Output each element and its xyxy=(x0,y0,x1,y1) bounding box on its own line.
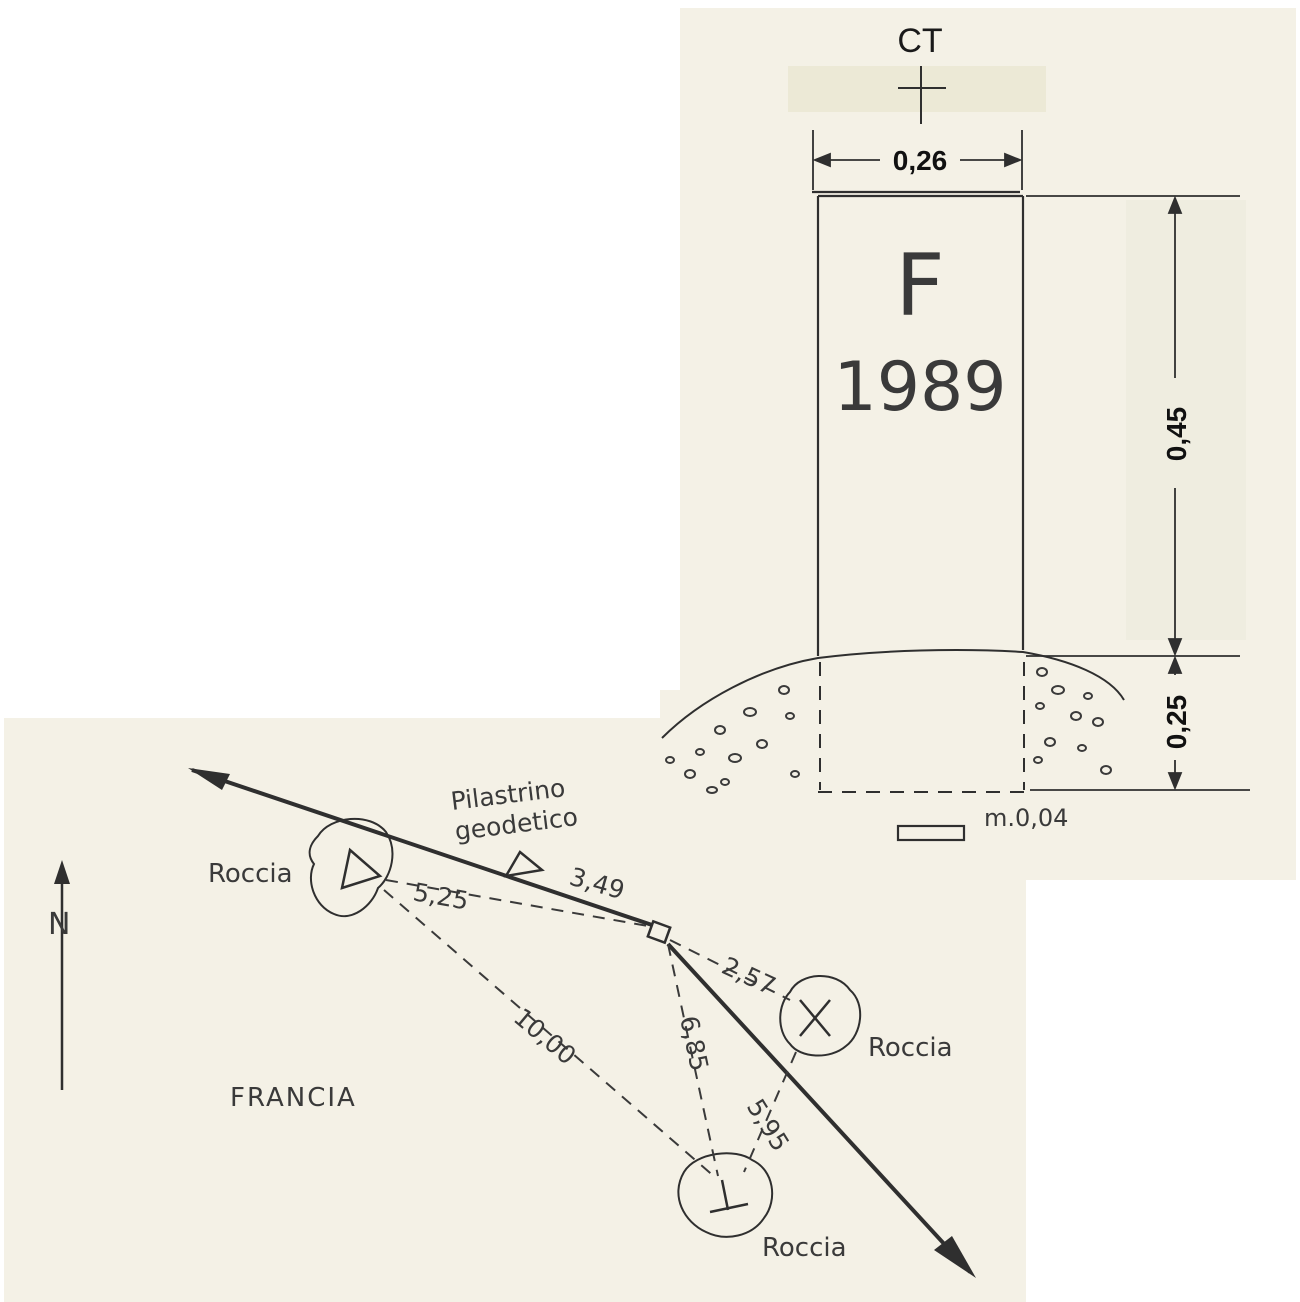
rock-south-label: Roccia xyxy=(762,1233,847,1263)
rock-south-outline xyxy=(677,1152,773,1238)
stone-elevation: CT 0,26 F 1989 xyxy=(661,22,1250,842)
t-marker-icon xyxy=(709,1179,749,1214)
border-line xyxy=(191,768,972,1274)
cross-marker-icon xyxy=(799,999,831,1037)
geodetic-pillar-icon xyxy=(503,850,545,878)
base-plate-icon xyxy=(896,824,966,842)
base-note: m.0,04 xyxy=(984,804,1068,832)
height-dim-highlight xyxy=(1126,200,1246,640)
border-arrow-west-icon xyxy=(188,768,230,790)
rock-east-label: Roccia xyxy=(868,1033,953,1063)
north-label: N xyxy=(48,907,70,942)
height-dim-label: 0,45 xyxy=(1161,407,1192,462)
ct-cross-icon xyxy=(898,66,946,124)
measurement-lines xyxy=(383,879,797,1179)
north-arrow-icon xyxy=(54,860,70,1090)
height-dimension xyxy=(1026,195,1250,791)
triangle-marker-icon xyxy=(340,847,383,890)
ground-line xyxy=(661,649,1125,739)
rock-east-outline xyxy=(779,975,862,1057)
width-dim-label: 0,26 xyxy=(893,145,948,176)
depth-dim-label: 0,25 xyxy=(1161,695,1192,750)
ct-label: CT xyxy=(897,22,942,60)
stone-body xyxy=(812,190,1025,656)
buried-part xyxy=(818,662,1026,793)
width-dimension xyxy=(812,130,1023,190)
country-label: FRANCIA xyxy=(230,1083,357,1113)
stone-year: 1989 xyxy=(833,348,1006,427)
rock-west-outline xyxy=(308,818,394,918)
lower-paper-strip xyxy=(660,690,690,730)
lower-paper xyxy=(4,718,1026,1302)
gravel xyxy=(665,667,1112,794)
stone-marker-icon xyxy=(646,919,672,945)
stone-letter: F xyxy=(895,236,944,336)
rock-west-label: Roccia xyxy=(208,859,293,889)
border-arrow-south-icon xyxy=(934,1236,976,1278)
